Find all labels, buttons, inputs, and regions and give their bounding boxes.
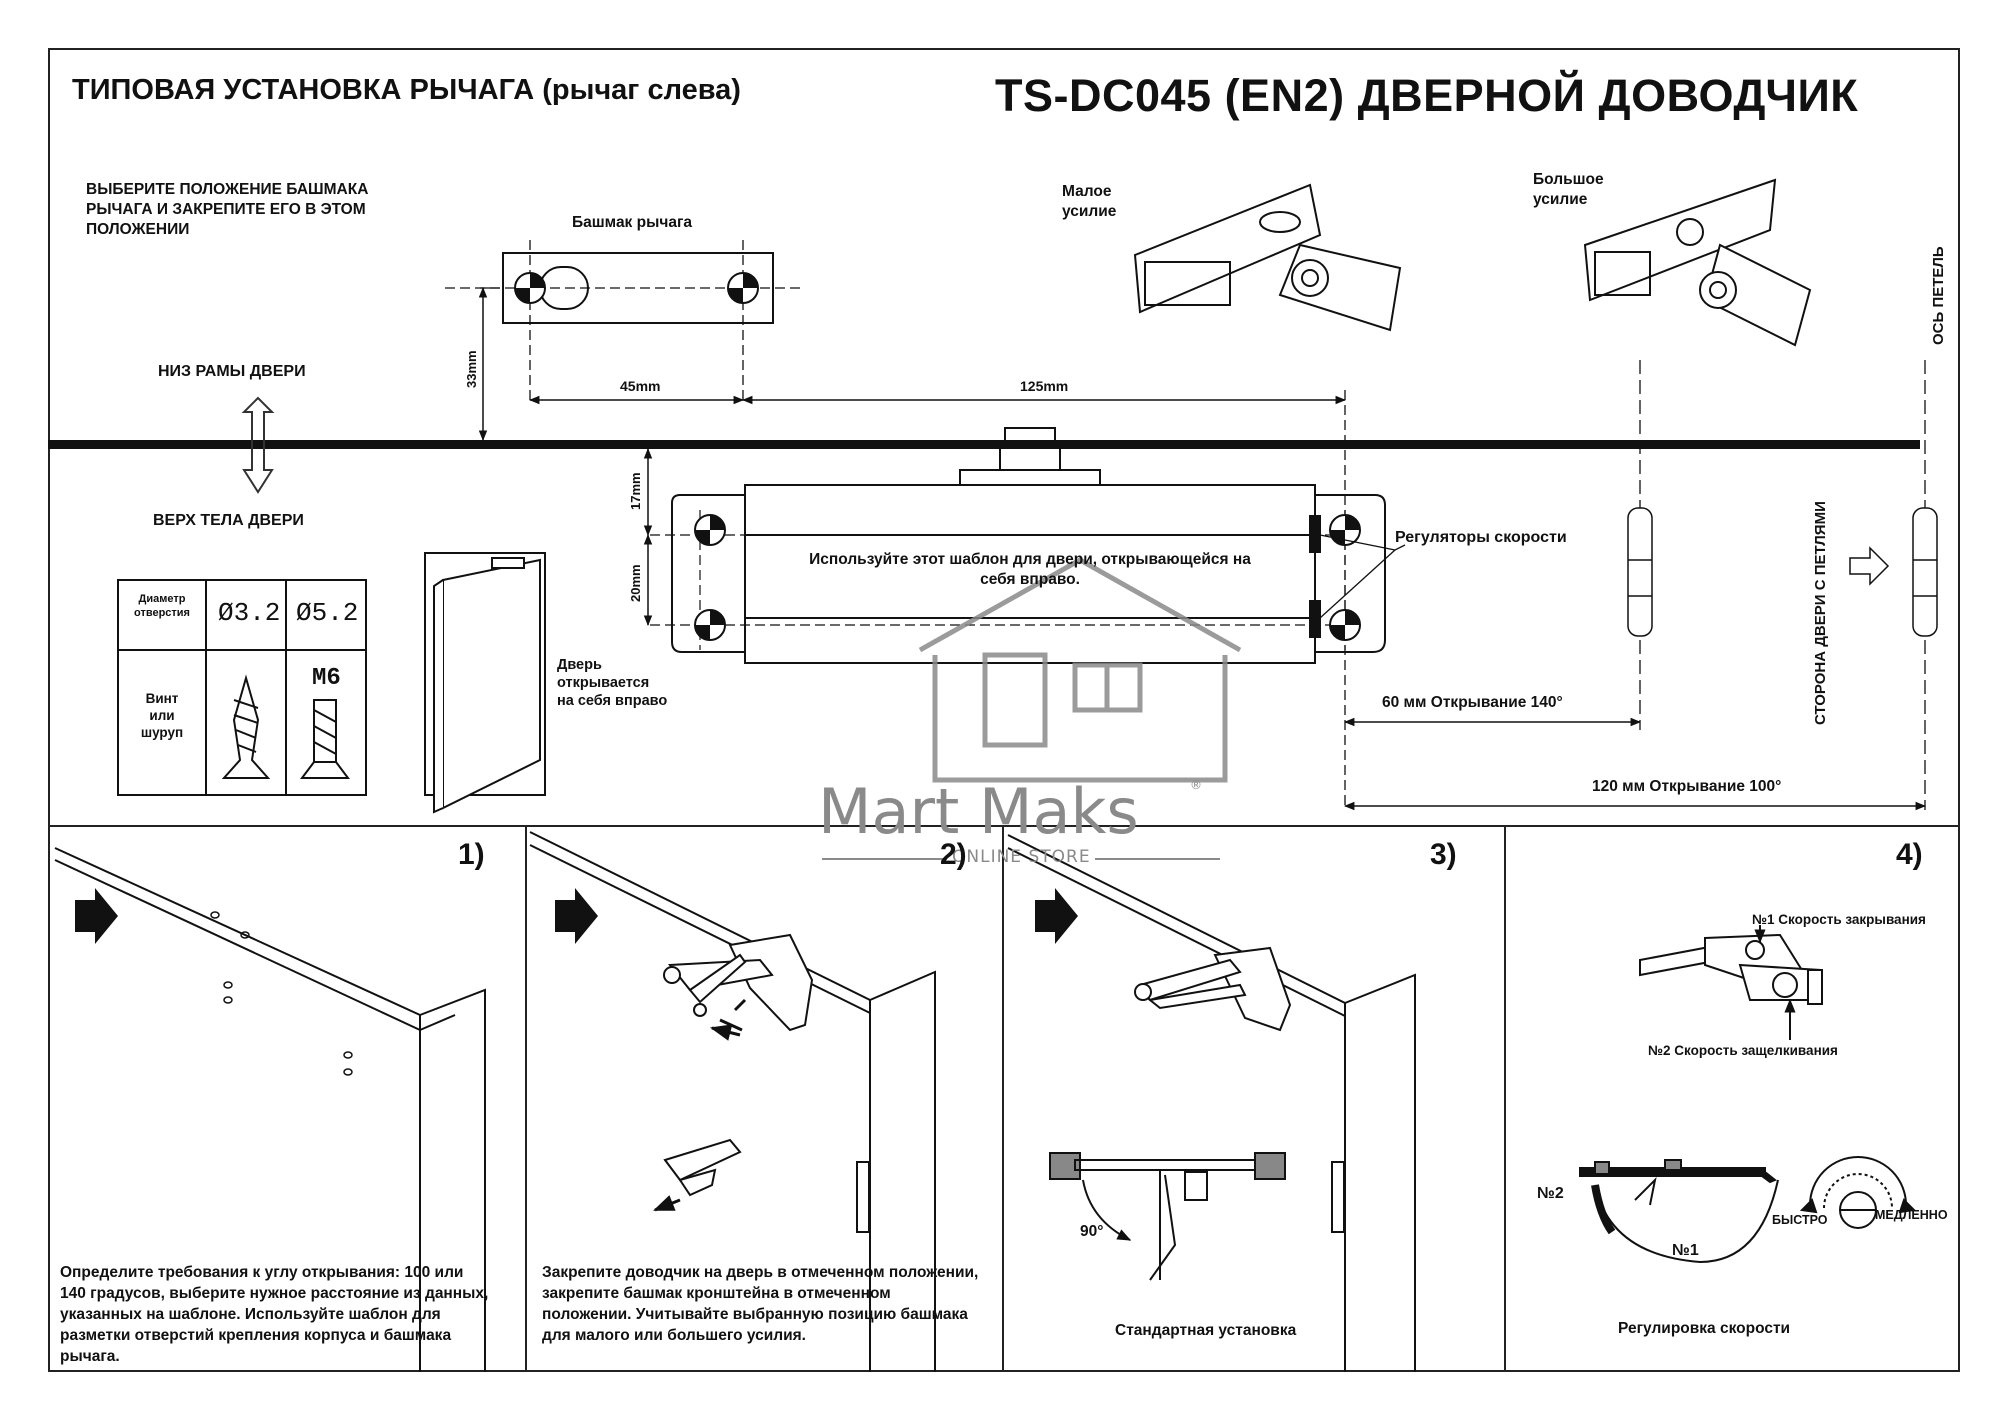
panel2-door bbox=[529, 831, 936, 1372]
body-hole-tr bbox=[1329, 514, 1361, 546]
left-title: ТИПОВАЯ УСТАНОВКА РЫЧАГА (рычаг слева) bbox=[72, 74, 741, 106]
hinge-axis-label: ОСЬ ПЕТЕЛЬ bbox=[1930, 246, 1947, 345]
watermark-house-icon bbox=[918, 557, 1242, 783]
hole-table bbox=[117, 579, 367, 796]
panel2-closer bbox=[663, 933, 814, 1197]
right-title: TS-DC045 (EN2) ДВЕРНОЙ ДОВОДЧИК bbox=[995, 70, 1859, 121]
watermark-rule-left bbox=[822, 858, 947, 860]
dim-45-label: 45mm bbox=[620, 378, 661, 394]
dim-125-label: 125mm bbox=[1020, 378, 1069, 394]
opening-120-label: 120 мм Открывание 100° bbox=[1592, 778, 1782, 795]
frame-double-arrow bbox=[241, 396, 275, 494]
wood-screw-icon bbox=[221, 674, 271, 779]
dim-20-label: 20mm bbox=[628, 564, 643, 602]
step-4-caption: Регулировка скорости bbox=[1618, 1320, 1791, 1337]
watermark-sub: ONLINE STORE bbox=[952, 847, 1091, 867]
hinge-side-arrow bbox=[1849, 546, 1890, 586]
hinge-side-label: СТОРОНА ДВЕРИ С ПЕТЛЯМИ bbox=[1812, 501, 1829, 725]
m6-bolt-icon bbox=[300, 699, 350, 779]
body-hole-bl bbox=[694, 609, 726, 641]
opening-60-label: 60 мм Открывание 140° bbox=[1382, 694, 1563, 711]
step-3-caption: Стандартная установка bbox=[1115, 1322, 1297, 1339]
speed-regulators-label: Регуляторы скорости bbox=[1395, 529, 1567, 546]
speed1-label: №1 Скорость закрывания bbox=[1752, 912, 1926, 927]
large-force-arm bbox=[1583, 178, 1812, 347]
body-top-label: ВЕРХ ТЕЛА ДВЕРИ bbox=[153, 512, 304, 529]
watermark-brand: Mart Maks bbox=[818, 775, 1139, 848]
body-hole-br bbox=[1329, 609, 1361, 641]
fast-label: БЫСТРО bbox=[1772, 1213, 1828, 1227]
panel3-closer bbox=[1134, 946, 1292, 1032]
hinge-2 bbox=[1912, 507, 1938, 637]
shoe-hole-left bbox=[514, 272, 546, 304]
panel3-door bbox=[1007, 834, 1416, 1372]
d32-label: Ø3.2 bbox=[218, 598, 281, 628]
step-1-number: 1) bbox=[458, 838, 485, 871]
closer-body bbox=[650, 427, 1386, 664]
panel1-door bbox=[54, 847, 486, 1372]
speed-dial-icon bbox=[1799, 1156, 1917, 1229]
speed2-label: №2 Скорость защелкивания bbox=[1648, 1043, 1838, 1058]
small-force-arm bbox=[1133, 183, 1402, 332]
panel1-arrow-icon bbox=[75, 888, 118, 944]
panel2-arrow-icon bbox=[555, 888, 598, 944]
step-3-angle: 90° bbox=[1080, 1223, 1104, 1240]
template-text: Используйте этот шаблон для двери, откры… bbox=[809, 551, 1251, 588]
panel3-arrow-icon bbox=[1035, 888, 1078, 944]
body-hole-tl bbox=[694, 514, 726, 546]
frame-bottom-label: НИЗ РАМЫ ДВЕРИ bbox=[158, 363, 306, 380]
panel4-plan bbox=[1579, 1159, 1779, 1264]
hinge-1 bbox=[1627, 507, 1653, 637]
step-2-text: Закрепите доводчик на дверь в отмеченном… bbox=[542, 1264, 979, 1344]
panel3-plan bbox=[1049, 1152, 1286, 1281]
lever-shoe bbox=[445, 240, 800, 400]
m6-label: M6 bbox=[312, 665, 341, 692]
shoe-hole-right bbox=[727, 272, 759, 304]
shoe-label: Башмак рычага bbox=[572, 214, 693, 231]
d52-label: Ø5.2 bbox=[296, 598, 359, 628]
watermark-rule-right bbox=[1095, 858, 1220, 860]
n2-label: №2 bbox=[1537, 1185, 1564, 1202]
watermark-reg: ® bbox=[1190, 778, 1202, 792]
door-sketch bbox=[424, 552, 546, 814]
n1-label: №1 bbox=[1672, 1242, 1699, 1259]
shoe-instruction: ВЫБЕРИТЕ ПОЛОЖЕНИЕ БАШМАКА РЫЧАГА И ЗАКР… bbox=[86, 181, 369, 238]
step-3-number: 3) bbox=[1430, 838, 1457, 871]
dim-17-label: 17mm bbox=[628, 472, 643, 510]
step-2-number: 2) bbox=[940, 838, 967, 871]
slow-label: МЕДЛЕННО bbox=[1875, 1208, 1948, 1222]
step-4-number: 4) bbox=[1896, 838, 1923, 871]
panel4-closer bbox=[1639, 933, 1823, 1005]
door-frame-line bbox=[48, 440, 1920, 449]
step-1-text: Определите требования к углу открывания:… bbox=[60, 1264, 489, 1365]
dim-33-label: 33mm bbox=[464, 350, 479, 388]
